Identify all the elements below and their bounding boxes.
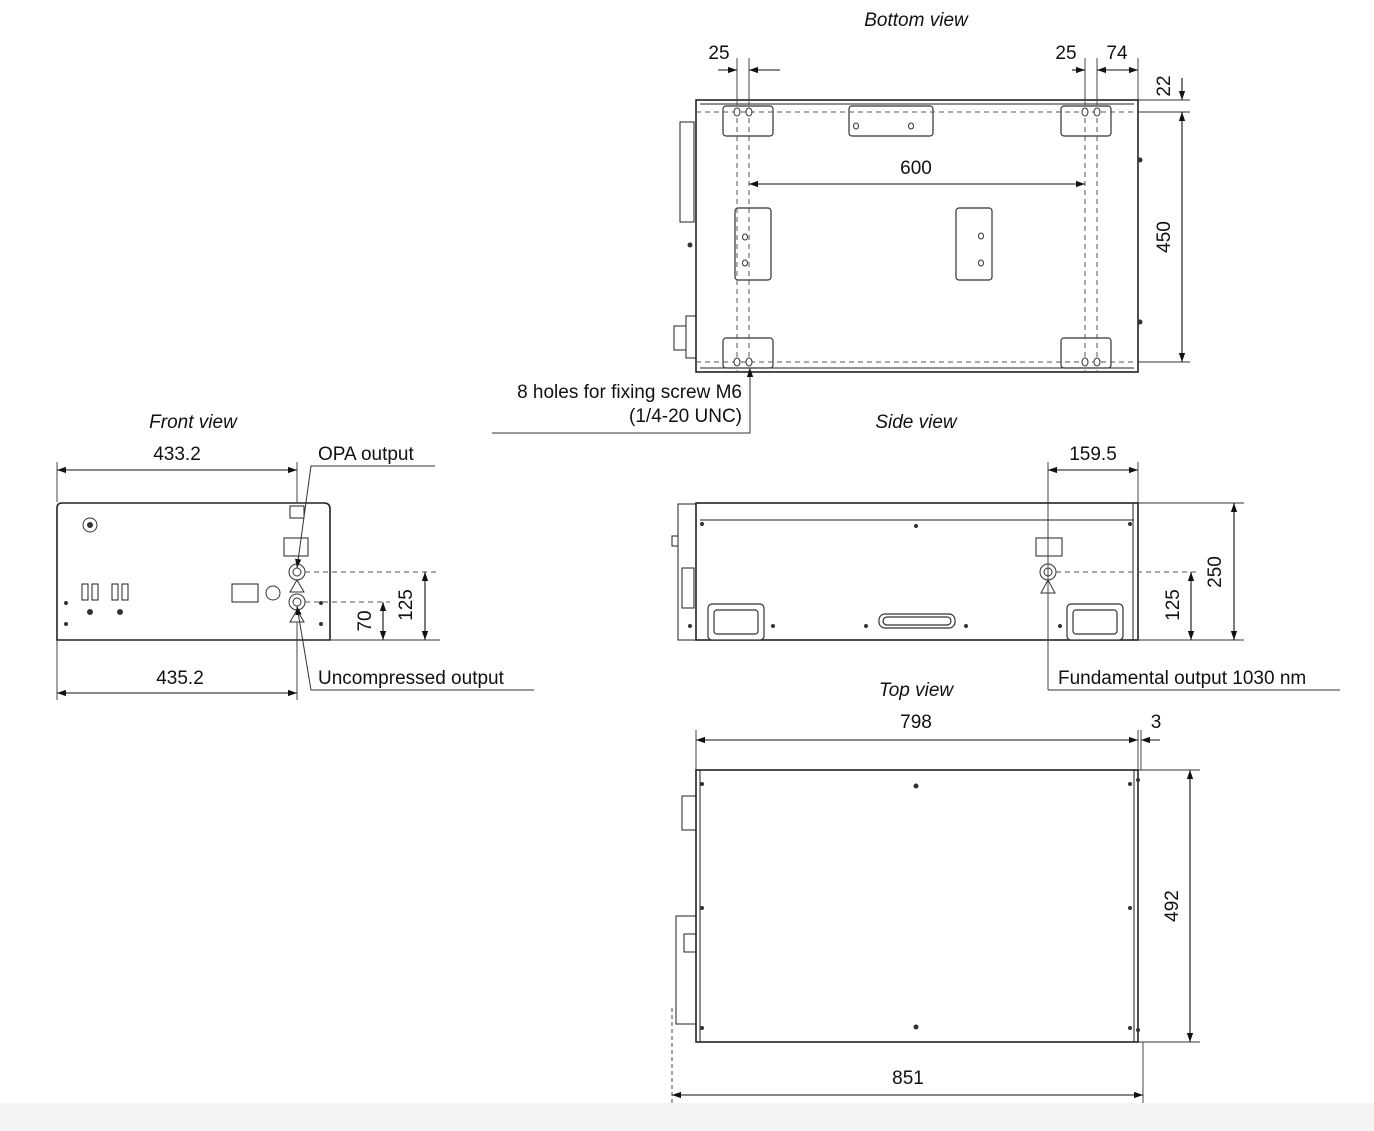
dim-bottom-450: 450 (1154, 221, 1175, 253)
bottom-pad (734, 207, 772, 281)
dim-top-492: 492 (1162, 890, 1183, 922)
front-view: Front view 433.2 70 (56, 412, 534, 700)
dim-side-125: 125 (1163, 589, 1184, 621)
bottom-pad (955, 207, 993, 281)
side-output-box (1035, 537, 1063, 557)
top-outline (695, 769, 1139, 1043)
dim-bottom-25-right: 25 (1055, 43, 1076, 64)
dim-front-125: 125 (396, 589, 417, 621)
fixing-hole (1093, 357, 1101, 367)
opa-output-label: OPA output (318, 444, 414, 465)
dim-bottom-25-left: 25 (708, 43, 729, 64)
dim-top-798: 798 (900, 712, 932, 733)
bottom-connector (685, 315, 697, 359)
dim-top-851: 851 (892, 1068, 924, 1089)
top-side-panel (675, 915, 697, 1025)
bottom-view-title: Bottom view (864, 10, 969, 31)
holes-callout-line1: 8 holes for fixing screw M6 (517, 382, 742, 403)
page-footer-strip (0, 1103, 1374, 1131)
front-outline (56, 502, 331, 641)
fixing-hole (1081, 107, 1089, 117)
fundamental-output-label: Fundamental output 1030 nm (1058, 668, 1306, 689)
holes-callout-line2: (1/4-20 UNC) (629, 406, 742, 427)
dim-front-435: 435.2 (156, 668, 204, 689)
dim-bottom-22: 22 (1154, 75, 1175, 96)
dim-side-250: 250 (1205, 556, 1226, 588)
uncompressed-output-label: Uncompressed output (318, 668, 505, 689)
top-view-title: Top view (879, 680, 955, 701)
bottom-connector-2 (673, 325, 687, 351)
fixing-hole (1081, 357, 1089, 367)
front-display (231, 583, 259, 603)
fixing-hole (1093, 107, 1101, 117)
top-connector (681, 795, 697, 831)
side-front-panel (677, 503, 697, 641)
dim-bottom-74: 74 (1106, 43, 1128, 64)
fixing-hole (745, 357, 753, 367)
front-view-title: Front view (149, 412, 238, 433)
bottom-pad (848, 105, 934, 137)
top-view: Top view 798 3 492 851 (671, 680, 1200, 1104)
bottom-side-panel (679, 121, 695, 223)
side-view: Side view 159.5 125 (671, 412, 1340, 691)
dim-front-433: 433.2 (153, 444, 201, 465)
fixing-hole (733, 107, 741, 117)
front-opa-box (283, 537, 309, 557)
dim-top-3: 3 (1151, 712, 1162, 733)
bottom-view: Bottom view (492, 10, 1190, 434)
fixing-hole (733, 357, 741, 367)
dim-front-70: 70 (355, 610, 376, 631)
dim-side-159: 159.5 (1069, 444, 1117, 465)
dim-bottom-600: 600 (900, 158, 932, 179)
fixing-hole (745, 107, 753, 117)
side-view-title: Side view (875, 412, 958, 433)
